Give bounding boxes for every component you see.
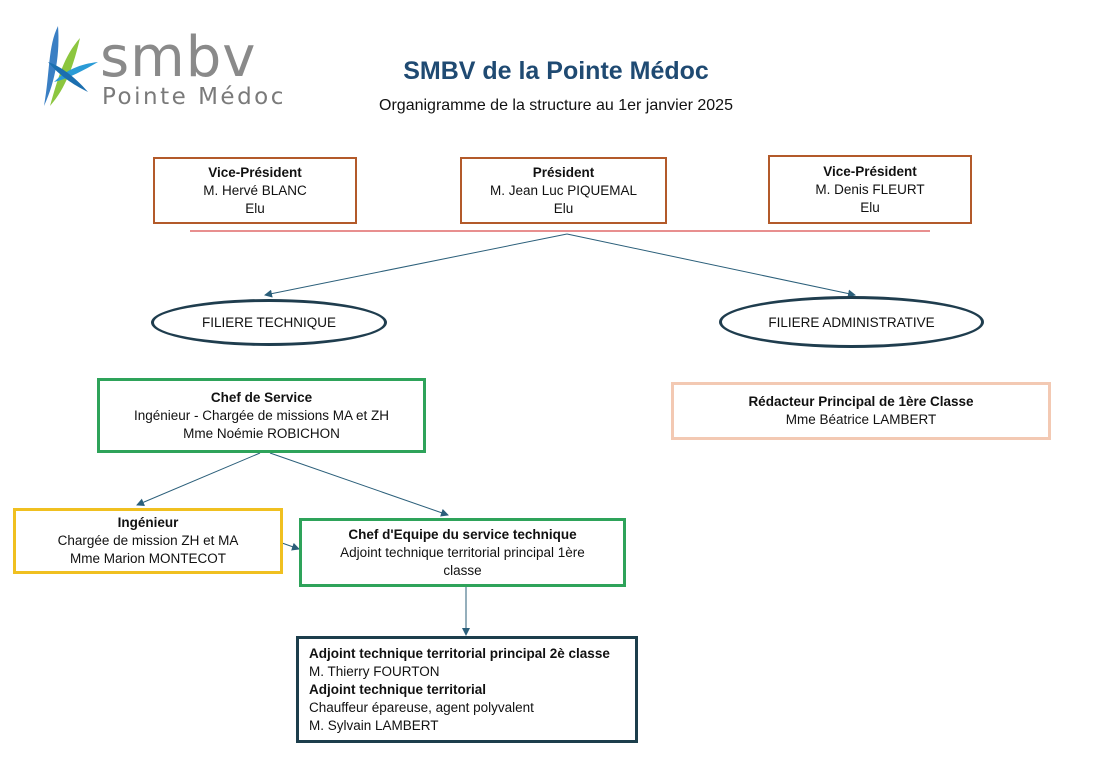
page-title: SMBV de la Pointe Médoc: [403, 57, 709, 85]
vice-president-left-status: Elu: [245, 200, 265, 216]
agent-2-role: Adjoint technique territorial: [309, 681, 487, 697]
chef-equipe-role: Chef d'Equipe du service technique: [348, 526, 577, 542]
redacteur-role: Rédacteur Principal de 1ère Classe: [748, 394, 974, 409]
president-name: M. Jean Luc PIQUEMAL: [489, 182, 638, 198]
chef-de-service-name: Mme Noémie ROBICHON: [183, 425, 340, 441]
agents-box: Adjoint technique territorial principal …: [296, 636, 638, 743]
logo-wordmark: smbv: [100, 25, 257, 90]
arrow-to-ingenieur: [136, 452, 261, 506]
chef-de-service-role: Chef de Service: [210, 389, 313, 405]
smbv-logo: smbv Pointe Médoc: [40, 22, 320, 114]
arrow-to-technique: [264, 233, 568, 298]
chef-equipe-title: Adjoint technique territorial principal …: [340, 544, 585, 578]
agent-1-role: Adjoint technique territorial principal …: [309, 645, 610, 661]
vice-president-left-name: M. Hervé BLANC: [203, 182, 307, 198]
filiere-technique-oval: FILIERE TECHNIQUE: [151, 299, 387, 346]
ingenieur-name: Mme Marion MONTECOT: [69, 551, 226, 566]
vice-president-right-status: Elu: [860, 199, 880, 215]
page-subtitle: Organigramme de la structure au 1er janv…: [379, 97, 733, 114]
logo-leaf-icon: [44, 26, 98, 106]
vice-president-right-name: M. Denis FLEURT: [815, 181, 925, 197]
ingenieur-role: Ingénieur: [117, 515, 179, 530]
agent-2-name: M. Sylvain LAMBERT: [309, 717, 439, 733]
logo-subtext: Pointe Médoc: [102, 84, 286, 110]
president-box: Président M. Jean Luc PIQUEMAL Elu: [460, 157, 667, 224]
chef-de-service-box: Chef de Service Ingénieur - Chargée de m…: [97, 378, 426, 453]
arrow-ingenieur-to-chef-equipe: [281, 542, 300, 551]
ingenieur-title: Chargée de mission ZH et MA: [57, 533, 239, 548]
agent-2-title: Chauffeur épareuse, agent polyvalent: [309, 699, 534, 715]
vice-president-left-role: Vice-Président: [208, 164, 302, 180]
vice-president-right-box: Vice-Président M. Denis FLEURT Elu: [768, 155, 972, 224]
ingenieur-box: Ingénieur Chargée de mission ZH et MA Mm…: [13, 508, 283, 574]
vice-president-left-box: Vice-Président M. Hervé BLANC Elu: [153, 157, 357, 224]
filiere-technique-label: FILIERE TECHNIQUE: [201, 315, 337, 330]
president-status: Elu: [553, 200, 574, 216]
vice-president-right-role: Vice-Président: [823, 163, 917, 179]
president-role: Président: [532, 164, 595, 180]
redacteur-name: Mme Béatrice LAMBERT: [785, 412, 937, 427]
agent-1-name: M. Thierry FOURTON: [309, 663, 440, 679]
arrow-to-administrative: [566, 233, 856, 298]
chef-equipe-box: Chef d'Equipe du service technique Adjoi…: [299, 518, 626, 587]
filiere-administrative-label: FILIERE ADMINISTRATIVE: [768, 314, 935, 330]
filiere-administrative-oval: FILIERE ADMINISTRATIVE: [719, 296, 984, 348]
chef-de-service-title: Ingénieur - Chargée de missions MA et ZH: [133, 407, 390, 423]
arrow-to-chef-equipe: [269, 452, 449, 517]
redacteur-box: Rédacteur Principal de 1ère Classe Mme B…: [671, 382, 1051, 440]
